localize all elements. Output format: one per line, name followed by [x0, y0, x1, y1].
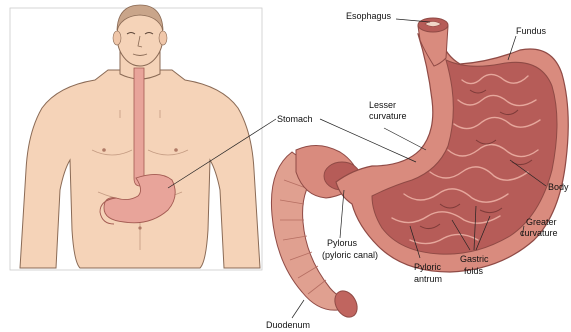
figure-esophagus: [134, 68, 144, 186]
leader-lesser-curvature: [384, 128, 426, 150]
label-pylorus-line1: Pylorus: [327, 238, 358, 248]
ear-right: [159, 31, 167, 45]
label-fundus: Fundus: [516, 26, 547, 36]
label-pyloric-antrum-line2: antrum: [414, 274, 442, 284]
label-greater-curvature-line1: Greater: [526, 217, 557, 227]
navel: [138, 226, 141, 229]
label-gastric-folds-line1: Gastric: [460, 254, 489, 264]
leader-pylorus: [340, 190, 344, 238]
label-lesser-curvature-line1: Lesser: [369, 100, 396, 110]
label-gastric-folds-line2: folds: [464, 266, 484, 276]
label-esophagus: Esophagus: [346, 11, 392, 21]
label-duodenum: Duodenum: [266, 320, 310, 330]
label-pylorus-line2: (pyloric canal): [322, 250, 378, 260]
label-greater-curvature-line2: curvature: [520, 228, 558, 238]
nipple-left: [102, 148, 106, 152]
leader-duodenum: [292, 300, 304, 318]
duodenum-opening: [330, 287, 361, 321]
ear-left: [113, 31, 121, 45]
label-lesser-curvature-line2: curvature: [369, 111, 407, 121]
label-body: Body: [548, 182, 569, 192]
label-stomach: Stomach: [277, 114, 313, 124]
nipple-right: [174, 148, 178, 152]
label-pyloric-antrum-line1: Pyloric: [414, 262, 442, 272]
